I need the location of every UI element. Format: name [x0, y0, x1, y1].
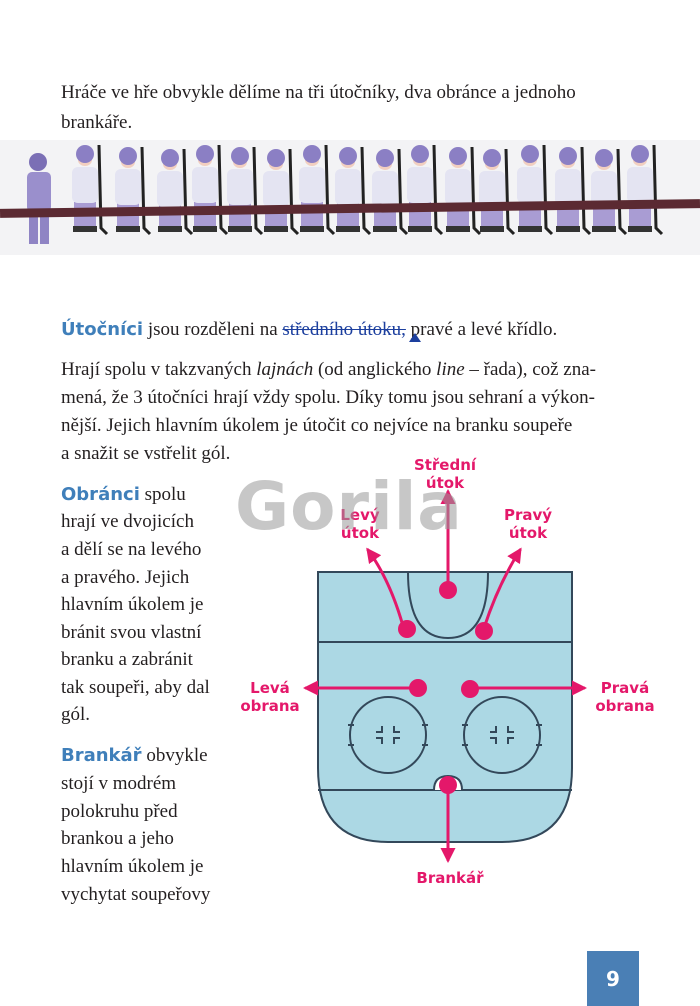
rink-ice [317, 571, 573, 843]
defenders-line-6: bránit svou vlastní [61, 622, 202, 643]
center-forward-dot [439, 581, 457, 599]
left-forward-dot [398, 620, 416, 638]
seated-player [299, 144, 336, 236]
bench-board [0, 199, 700, 218]
publisher-watermark: Gorila [235, 468, 463, 545]
defenders-line-1: Obránci spolu [61, 484, 186, 505]
rink-diagram [303, 489, 587, 863]
lines-paragraph-line-3: nější. Jejich hlavním úkolem je útočit c… [61, 415, 573, 436]
seated-player [407, 144, 444, 236]
center-arc [407, 571, 489, 640]
arrow-right-forward [482, 547, 522, 630]
intro-line-1: Hráče ve hře obvykle dělíme na tři útočn… [61, 82, 576, 103]
forwards-keyword: Útočníci [61, 319, 144, 340]
goalie-line-1: Brankář obvykle [61, 745, 208, 766]
defenders-line-5: hlavním úkolem je [61, 594, 204, 615]
players-bench-illustration [0, 140, 700, 255]
seated-player [227, 146, 264, 236]
insertion-caret-mark [409, 333, 421, 342]
seated-player [263, 148, 300, 236]
arrow-left-forward [366, 547, 405, 628]
label-goalie: Brankář [416, 869, 484, 887]
defenders-line-9: gól. [61, 704, 91, 725]
faceoff-circle-right [463, 696, 541, 774]
goalie-line-2: stojí v modrém [61, 773, 177, 794]
forwards-text-after: pravé a levé křídlo. [405, 319, 558, 340]
goalie-line-6: vychytat soupeřovy [61, 884, 211, 905]
seated-player [372, 148, 409, 236]
defenders-line-8: tak soupeři, aby dal [61, 677, 210, 698]
goalie-keyword: Brankář [61, 745, 142, 766]
defenders-line-3: a dělí se na levého [61, 539, 202, 560]
right-forward-dot [475, 622, 493, 640]
lines-paragraph-line-1: Hrají spolu v takzvaných lajnách (od ang… [61, 359, 597, 380]
goalie-dot [439, 776, 457, 794]
intro-line-2: brankáře. [61, 112, 133, 133]
forwards-text-before: jsou rozděleni na [143, 319, 283, 340]
forwards-paragraph: Útočníci jsou rozděleni na středního úto… [61, 315, 557, 344]
defenders-keyword: Obránci [61, 484, 140, 505]
lines-paragraph-line-2: mená, že 3 útočníci hrají vždy spolu. Dí… [61, 387, 595, 408]
defenders-line-2: hrají ve dvojicích [61, 511, 194, 532]
goalie-line-5: hlavním úkolem je [61, 856, 204, 877]
defenders-line-4: a pravého. Jejich [61, 567, 190, 588]
seated-player [517, 144, 554, 236]
goalie-line-3: polokruhu před [61, 801, 178, 822]
right-defense-dot [461, 680, 479, 698]
goalie-line-4: brankou a jeho [61, 828, 174, 849]
seated-player [157, 148, 194, 236]
lines-paragraph-line-4: a snažit se vstřelit gól. [61, 443, 231, 464]
struck-text: středního útoku, [282, 319, 406, 340]
coach-figure [27, 153, 51, 244]
defenders-line-7: branku a zabránit [61, 649, 193, 670]
left-defense-dot [409, 679, 427, 697]
page-number: 9 [587, 951, 639, 1006]
faceoff-circle-left [349, 696, 427, 774]
